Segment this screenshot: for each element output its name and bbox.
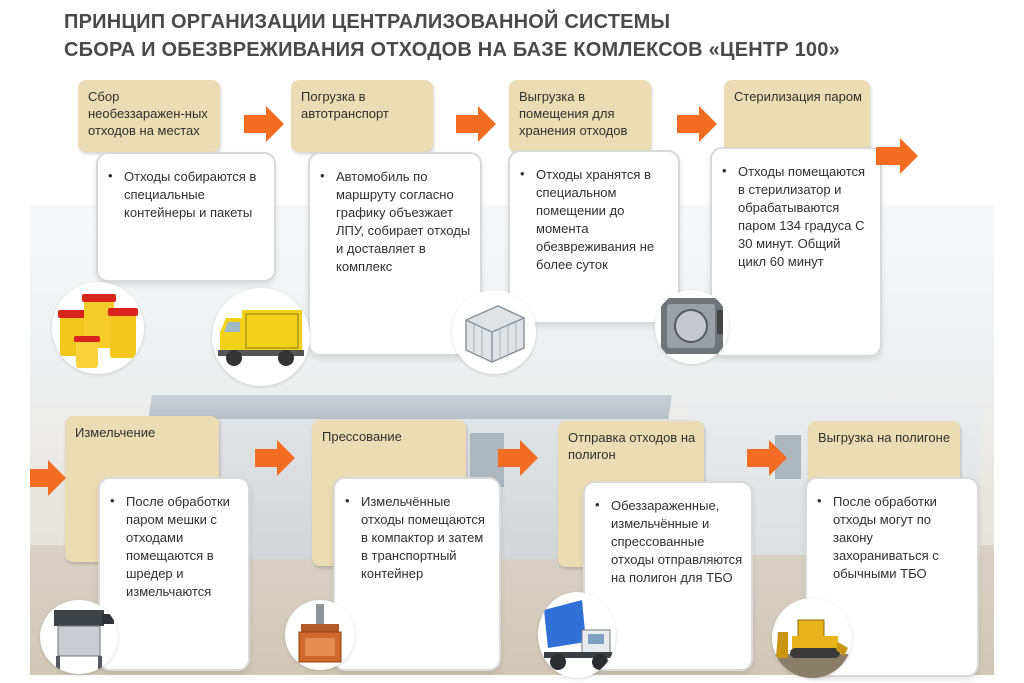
step-1-card: • Отходы собираются в специальные контей…	[96, 152, 276, 282]
step-4-text: Отходы помещаются в стерилизатор и обраб…	[738, 164, 866, 269]
storage-cart-icon	[452, 290, 536, 374]
arrow-right-icon	[255, 440, 295, 476]
title-line-2: СБОРА И ОБЕЗВРЕЖИВАНИЯ ОТХОДОВ НА БАЗЕ К…	[64, 39, 840, 61]
step-1-text: Отходы собираются в специальные контейне…	[124, 169, 257, 220]
building-roof	[148, 395, 672, 421]
arrow-right-icon	[244, 106, 284, 142]
step-1-label: Сбор необеззаражен-ных отходов на местах	[88, 89, 208, 138]
arrow-right-icon	[456, 106, 496, 142]
step-3-label: Выгрузка в помещения для хранения отходо…	[519, 89, 628, 138]
arrow-right-icon	[747, 440, 787, 476]
step-4-label: Стерилизация паром	[734, 89, 862, 104]
waste-containers-icon	[52, 282, 144, 374]
delivery-truck-icon	[212, 288, 310, 386]
step-6-label: Прессование	[322, 429, 402, 444]
step-5-card: • После обработки паром мешки с отходами…	[98, 477, 250, 671]
arrow-right-icon	[677, 106, 717, 142]
arrow-right-icon	[876, 138, 918, 174]
compactor-icon	[285, 600, 355, 670]
page-title: ПРИНЦИП ОРГАНИЗАЦИИ ЦЕНТРАЛИЗОВАННОЙ СИС…	[64, 8, 840, 64]
step-8-text: После обработки отходы могут по закону з…	[833, 494, 939, 581]
step-1-tab: Сбор необеззаражен-ных отходов на местах	[78, 80, 220, 152]
step-7-label: Отправка отходов на полигон	[568, 430, 696, 462]
bulldozer-icon	[772, 598, 852, 678]
dump-truck-icon	[538, 592, 616, 678]
arrow-right-icon	[498, 440, 538, 476]
step-3-tab: Выгрузка в помещения для хранения отходо…	[509, 80, 651, 152]
title-line-1: ПРИНЦИП ОРГАНИЗАЦИИ ЦЕНТРАЛИЗОВАННОЙ СИС…	[64, 11, 671, 33]
step-6-text: Измельчённые отходы помещаются в компакт…	[361, 494, 485, 581]
step-4-card: • Отходы помещаются в стерилизатор и обр…	[710, 147, 882, 357]
step-7-text: Обеззараженные, измельчённые и спрессова…	[611, 498, 743, 585]
sterilizer-icon	[655, 290, 729, 364]
shredder-icon	[40, 600, 118, 674]
step-3-text: Отходы хранятся в специальном помещении …	[536, 167, 655, 272]
step-2-card: • Автомобиль по маршруту согласно график…	[308, 152, 482, 356]
step-8-label: Выгрузка на полигоне	[818, 430, 951, 445]
step-2-label: Погрузка в автотранспорт	[301, 89, 389, 121]
step-3-card: • Отходы хранятся в специальном помещени…	[508, 150, 680, 324]
step-6-card: • Измельчённые отходы помещаются в компа…	[333, 477, 501, 671]
arrow-right-icon	[30, 460, 66, 496]
step-5-text: После обработки паром мешки с отходами п…	[126, 494, 230, 599]
step-4-tab: Стерилизация паром	[724, 80, 870, 152]
step-2-text: Автомобиль по маршруту согласно графику …	[336, 169, 471, 274]
step-5-label: Измельчение	[75, 425, 156, 440]
step-2-tab: Погрузка в автотранспорт	[291, 80, 433, 152]
